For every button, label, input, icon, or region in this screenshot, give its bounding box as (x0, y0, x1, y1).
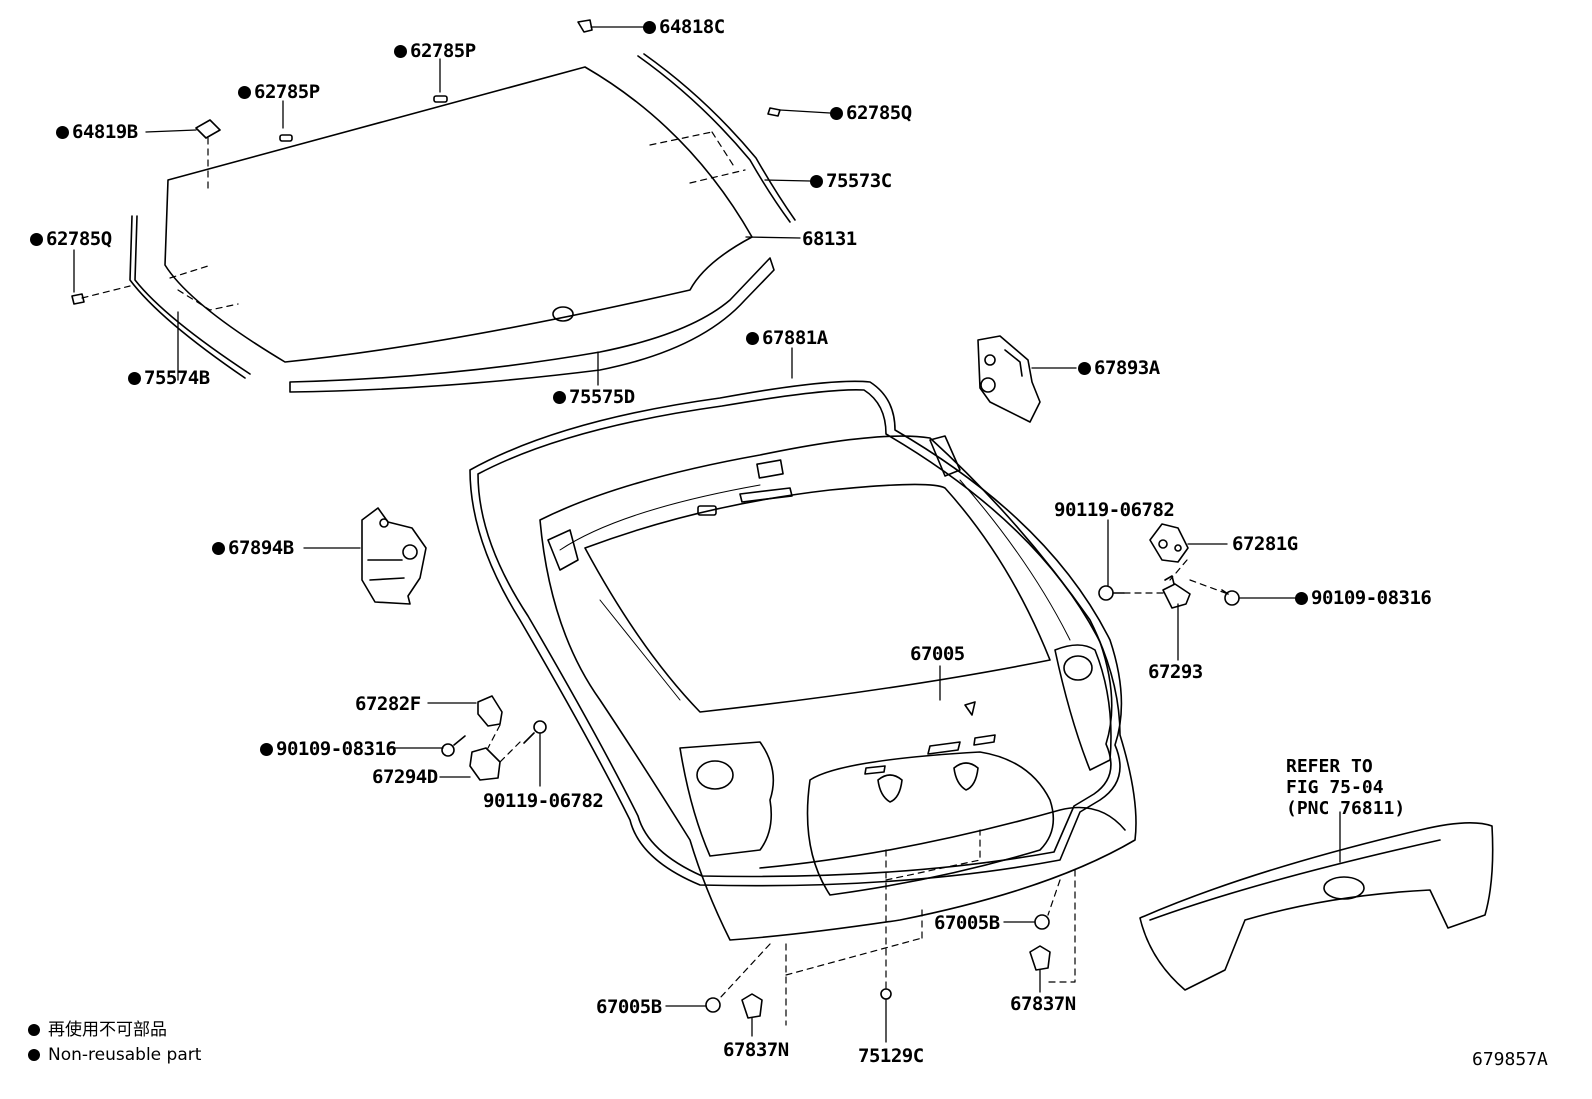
non-reusable-dot-icon (830, 107, 843, 120)
label-90109-08316-left: 90109-08316 (260, 738, 397, 760)
non-reusable-dot-icon (238, 86, 251, 99)
label-75129C: 75129C (858, 1045, 924, 1067)
label-64818C: 64818C (643, 16, 725, 38)
weatherstrip (469, 380, 1123, 887)
non-reusable-dot-icon (212, 542, 225, 555)
non-reusable-dot-icon (260, 743, 273, 756)
legend-line-ja: 再使用不可部品 (28, 1019, 167, 1041)
label-64819B: 64819B (56, 121, 138, 143)
non-reusable-dot-icon (1295, 592, 1308, 605)
label-90109-08316-right: 90109-08316 (1295, 587, 1432, 609)
striker-67837N-left (741, 993, 763, 1019)
label-67282F: 67282F (355, 693, 421, 715)
label-62785P-upper: 62785P (394, 40, 476, 62)
rear-window-glass (164, 66, 753, 363)
rear-garnish (1139, 822, 1494, 991)
bolt-90119-left (523, 720, 547, 744)
glass-clips (71, 19, 781, 305)
bolt-90119-right (1098, 585, 1125, 601)
label-67005B-right: 67005B (934, 912, 1000, 934)
part-67294D (469, 747, 501, 781)
label-75573C: 75573C (810, 170, 892, 192)
right-side-molding (637, 53, 796, 223)
part-67293 (1162, 575, 1191, 609)
back-door-panel (539, 435, 1137, 941)
non-reusable-dot-icon (553, 391, 566, 404)
illustration-id: 679857A (1472, 1049, 1548, 1070)
label-67894B: 67894B (212, 537, 294, 559)
label-90119-06782-left: 90119-06782 (483, 790, 604, 812)
bolt-90109-left (441, 735, 466, 757)
label-67005B-left: 67005B (596, 996, 662, 1018)
lower-molding (289, 257, 775, 393)
label-67881A: 67881A (746, 327, 828, 349)
stopper-67005B-left (705, 997, 721, 1013)
legend-line-en: Non-reusable part (28, 1044, 201, 1066)
plug-75129C (880, 988, 892, 1000)
label-62785Q-left: 62785Q (30, 228, 112, 250)
non-reusable-dot-icon (394, 45, 407, 58)
stopper-67005B-right (1034, 914, 1050, 930)
label-67837N-right: 67837N (1010, 993, 1076, 1015)
non-reusable-dot-icon (643, 21, 656, 34)
bullet-icon (28, 1024, 40, 1036)
bullet-icon (28, 1049, 40, 1061)
left-side-molding (129, 215, 251, 379)
label-67005: 67005 (910, 643, 965, 665)
label-67293: 67293 (1148, 661, 1203, 683)
label-67837N-left: 67837N (723, 1039, 789, 1061)
non-reusable-dot-icon (128, 372, 141, 385)
door-inner-lines (559, 479, 1071, 701)
label-75575D: 75575D (553, 386, 635, 408)
bracket-67893A (977, 335, 1041, 423)
non-reusable-dot-icon (1078, 362, 1091, 375)
label-67294D: 67294D (372, 766, 438, 788)
label-67281G: 67281G (1232, 533, 1298, 555)
label-62785P-lower: 62785P (238, 81, 320, 103)
part-67282F (477, 695, 503, 727)
label-68131: 68131 (802, 228, 857, 250)
striker-67837N-right (1029, 945, 1051, 971)
leader-lines (73, 26, 1341, 1043)
label-67893A: 67893A (1078, 357, 1160, 379)
bracket-67894B (361, 507, 427, 605)
non-reusable-dot-icon (56, 126, 69, 139)
label-90119-06782-right: 90119-06782 (1054, 499, 1175, 521)
non-reusable-dot-icon (810, 175, 823, 188)
non-reusable-dot-icon (30, 233, 43, 246)
non-reusable-dot-icon (746, 332, 759, 345)
dashed-leaders (81, 137, 1229, 1026)
part-67281G (1149, 523, 1189, 563)
label-75574B: 75574B (128, 367, 210, 389)
label-62785Q-right: 62785Q (830, 102, 912, 124)
